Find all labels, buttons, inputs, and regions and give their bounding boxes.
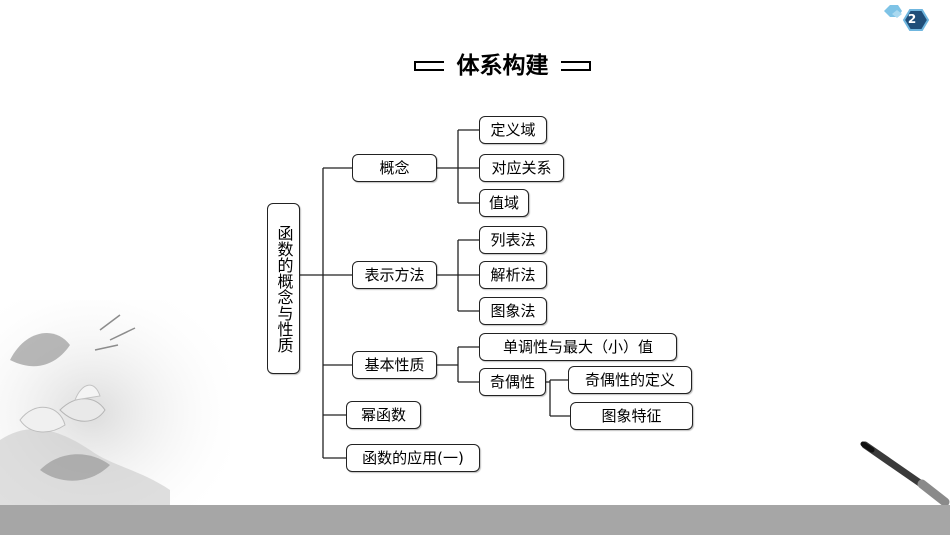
calligraphy-brush-decoration — [860, 441, 950, 507]
node-qiouxing-dingyi: 奇偶性的定义 — [568, 366, 692, 394]
bottom-gray-band — [0, 505, 950, 535]
node-duiying-guanxi: 对应关系 — [479, 154, 564, 182]
title-right-ornament — [561, 61, 591, 71]
node-zhiyu: 值域 — [479, 189, 529, 217]
title-text: 体系构建 — [456, 53, 549, 79]
page-number-badge — [884, 5, 930, 31]
node-hanshu-yingyong: 函数的应用(一) — [346, 444, 480, 472]
page-number: 2 — [907, 12, 917, 26]
node-mi-hanshu: 幂函数 — [346, 401, 421, 429]
node-gainian: 概念 — [352, 154, 437, 182]
node-biaoshi-fangfa: 表示方法 — [352, 261, 437, 289]
node-tuxiang-tezheng: 图象特征 — [570, 402, 693, 430]
node-dandiaoxing-zuizhi: 单调性与最大（小）值 — [479, 333, 677, 361]
node-jiben-xingzhi: 基本性质 — [352, 351, 437, 379]
root-node-function-concept-properties: 函数的概念与性质 — [267, 203, 300, 374]
section-title: 体系构建 — [410, 49, 595, 87]
node-jiexifa: 解析法 — [479, 261, 547, 289]
title-left-ornament — [414, 61, 444, 71]
node-dingyiyu: 定义域 — [479, 116, 547, 144]
node-tuxiangfa: 图象法 — [479, 297, 547, 325]
node-qiouxing: 奇偶性 — [479, 368, 546, 396]
lotus-painting-decoration — [0, 300, 230, 505]
node-liebiaofa: 列表法 — [479, 226, 547, 254]
